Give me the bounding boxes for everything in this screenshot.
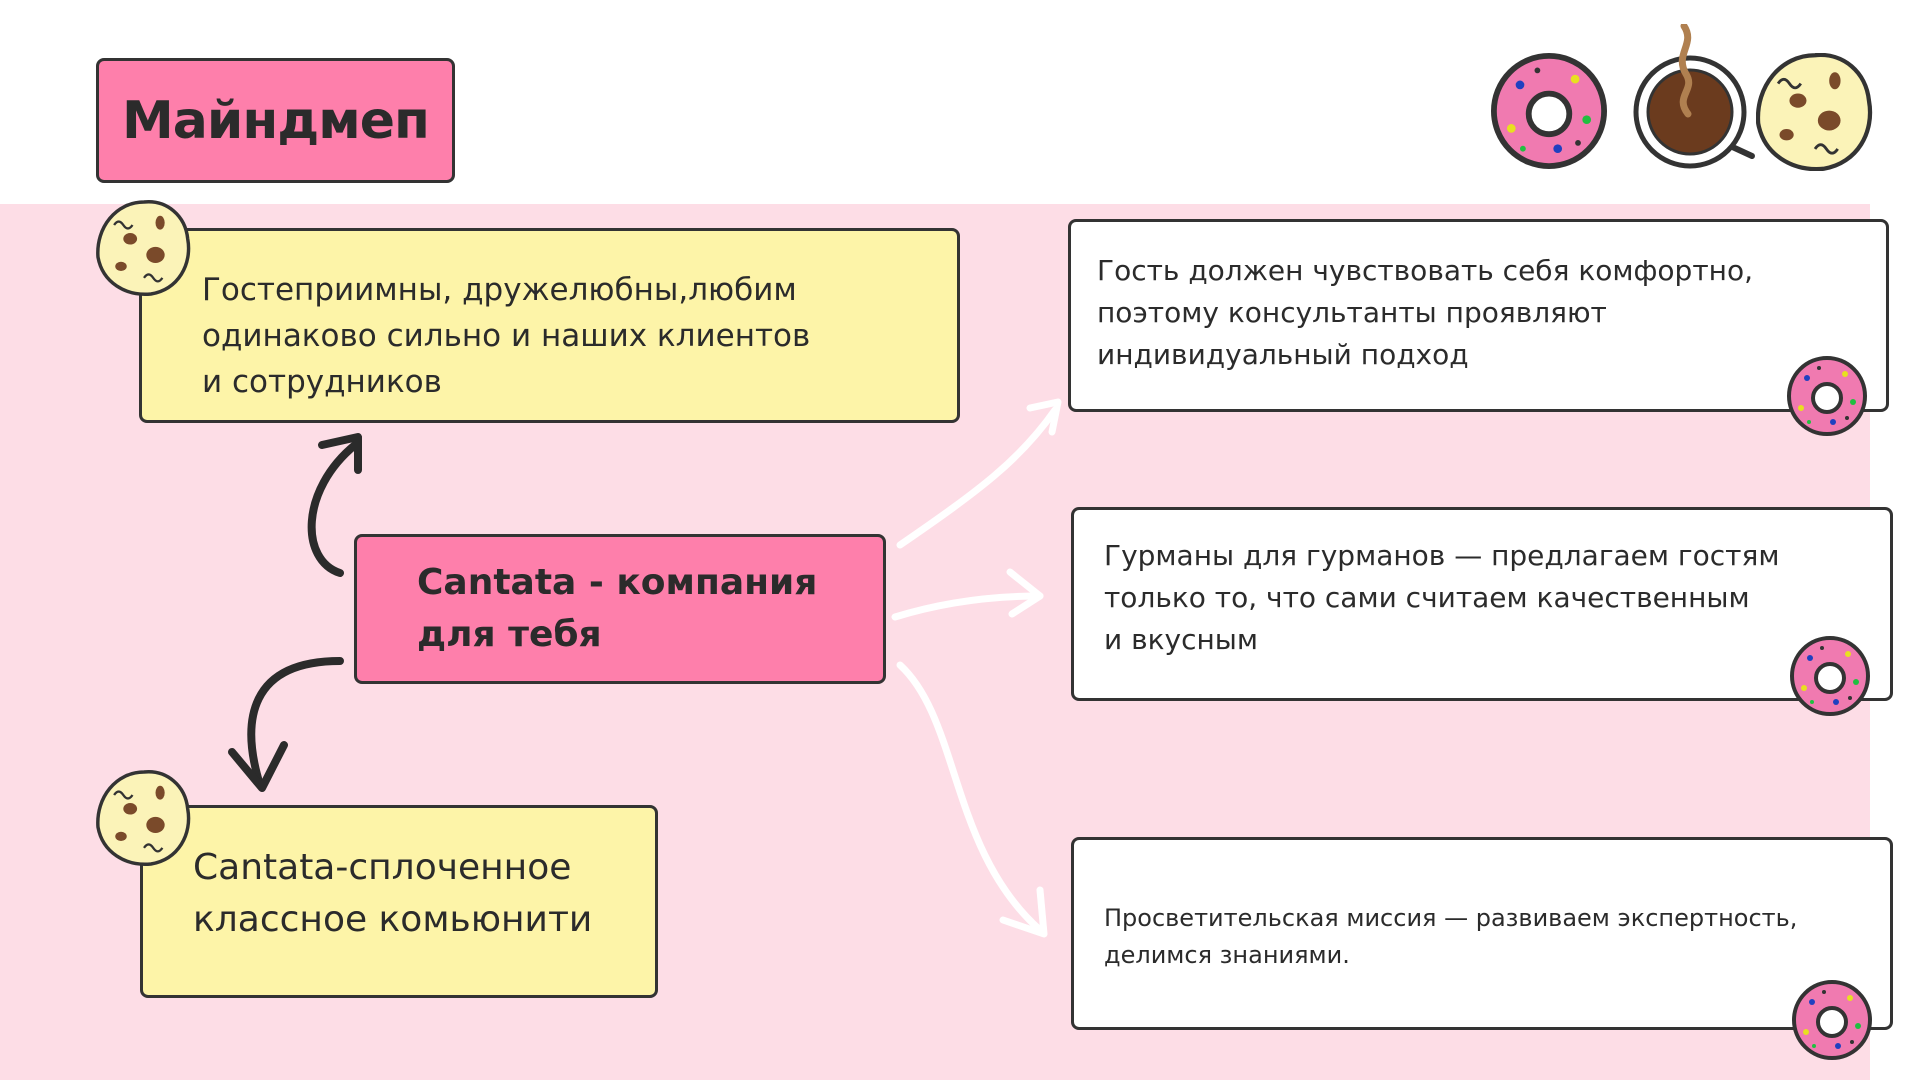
community-text-line: Cantata-сплоченное bbox=[193, 847, 572, 888]
central-topic: Cantata - компания для тебя bbox=[354, 534, 886, 684]
arrowhead-mission bbox=[999, 886, 1048, 938]
arrowhead-down bbox=[228, 741, 288, 792]
mission-text-line: делимся знаниями. bbox=[1104, 941, 1350, 969]
arrowhead-up bbox=[318, 433, 362, 474]
comfort-box: Гость должен чувствовать себя комфортно,… bbox=[1068, 219, 1889, 412]
mission-box: Просветительская миссия — развиваем эксп… bbox=[1071, 837, 1893, 1030]
arrow-to-values-box bbox=[307, 441, 359, 577]
cookie-icon bbox=[96, 770, 192, 866]
comfort-text-line: индивидуальный подход bbox=[1097, 338, 1469, 371]
donut-icon bbox=[1790, 978, 1874, 1062]
donut-icon bbox=[1785, 354, 1869, 438]
arrowhead-comfort bbox=[1026, 398, 1062, 436]
mission-text-line: Просветительская миссия — развиваем эксп… bbox=[1104, 904, 1798, 932]
arrowhead-gourmet bbox=[1006, 568, 1044, 618]
arrow-to-gourmet-box bbox=[891, 592, 1044, 621]
values-text-line: Гостеприимны, дружелюбны,любим bbox=[202, 272, 797, 308]
values-text-line: одинаково сильно и наших клиентов bbox=[202, 318, 811, 354]
arrow-to-mission-box bbox=[896, 661, 1044, 934]
values-box: Гостеприимны, дружелюбны,любим одинаково… bbox=[139, 228, 960, 423]
cookie-icon bbox=[96, 200, 192, 296]
gourmet-text-line: Гурманы для гурманов — предлагаем гостям bbox=[1104, 539, 1780, 572]
comfort-text-line: Гость должен чувствовать себя комфортно, bbox=[1097, 254, 1753, 287]
page-title-text: Майндмеп bbox=[122, 90, 430, 151]
community-box: Cantata-сплоченное классное комьюнити bbox=[140, 805, 658, 998]
gourmet-box: Гурманы для гурманов — предлагаем гостям… bbox=[1071, 507, 1893, 701]
central-topic-line: для тебя bbox=[417, 614, 602, 655]
gourmet-text-line: только то, что сами считаем качественным bbox=[1104, 581, 1750, 614]
central-topic-line: Cantata - компания bbox=[417, 562, 818, 603]
gourmet-text-line: и вкусным bbox=[1104, 623, 1259, 656]
values-text-line: и сотрудников bbox=[202, 364, 442, 400]
arrow-to-comfort-box bbox=[896, 406, 1059, 549]
community-text-line: классное комьюнити bbox=[193, 899, 593, 940]
donut-icon bbox=[1788, 634, 1872, 718]
coffee-cup-icon bbox=[1626, 24, 1766, 174]
comfort-text-line: поэтому консультанты проявляют bbox=[1097, 296, 1607, 329]
arrow-to-community-box bbox=[247, 657, 344, 789]
page-title: Майндмеп bbox=[96, 58, 455, 183]
